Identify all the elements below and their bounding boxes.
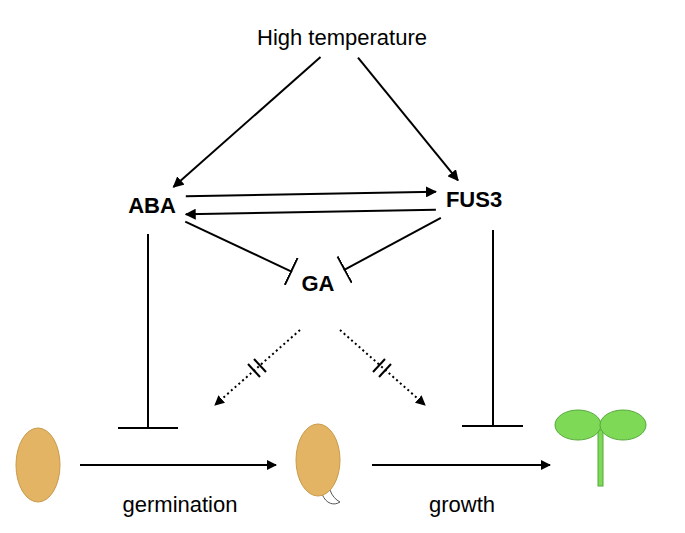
- cotyledon: [555, 410, 601, 440]
- process-label: germination: [123, 492, 238, 518]
- process-arrow: [372, 464, 550, 466]
- dotted-arrow: [340, 330, 425, 405]
- inhibition-edge: [185, 222, 292, 272]
- node-text: GA: [302, 271, 335, 297]
- arrow-edge: [186, 192, 436, 197]
- hash-mark: [248, 364, 260, 377]
- inhibition-bar: [118, 427, 178, 429]
- process-label: growth: [429, 492, 495, 518]
- arrow-edge: [173, 57, 320, 187]
- inhibition-line: [492, 230, 494, 426]
- dotted-arrow: [215, 330, 300, 405]
- germinated-seed: [296, 424, 340, 496]
- seed: [16, 428, 60, 502]
- inhibition-edge: [344, 218, 441, 270]
- hormone-node: ABA: [124, 191, 180, 221]
- cotyledon: [600, 410, 646, 440]
- stimulus-label: High temperature: [253, 23, 431, 53]
- hormone-node: GA: [298, 269, 339, 299]
- hash-mark: [379, 364, 391, 377]
- node-text: High temperature: [257, 25, 427, 51]
- arrow-edge: [186, 210, 436, 215]
- process-arrow: [80, 464, 276, 466]
- hash-mark: [373, 359, 385, 372]
- hash-mark: [254, 359, 266, 372]
- node-text: ABA: [128, 193, 176, 219]
- node-text: FUS3: [446, 187, 502, 213]
- inhibition-line: [147, 234, 149, 428]
- seedling-stem: [598, 430, 603, 486]
- regulator-node: FUS3: [442, 185, 506, 215]
- inhibition-bar: [462, 425, 523, 427]
- arrow-edge: [358, 58, 458, 181]
